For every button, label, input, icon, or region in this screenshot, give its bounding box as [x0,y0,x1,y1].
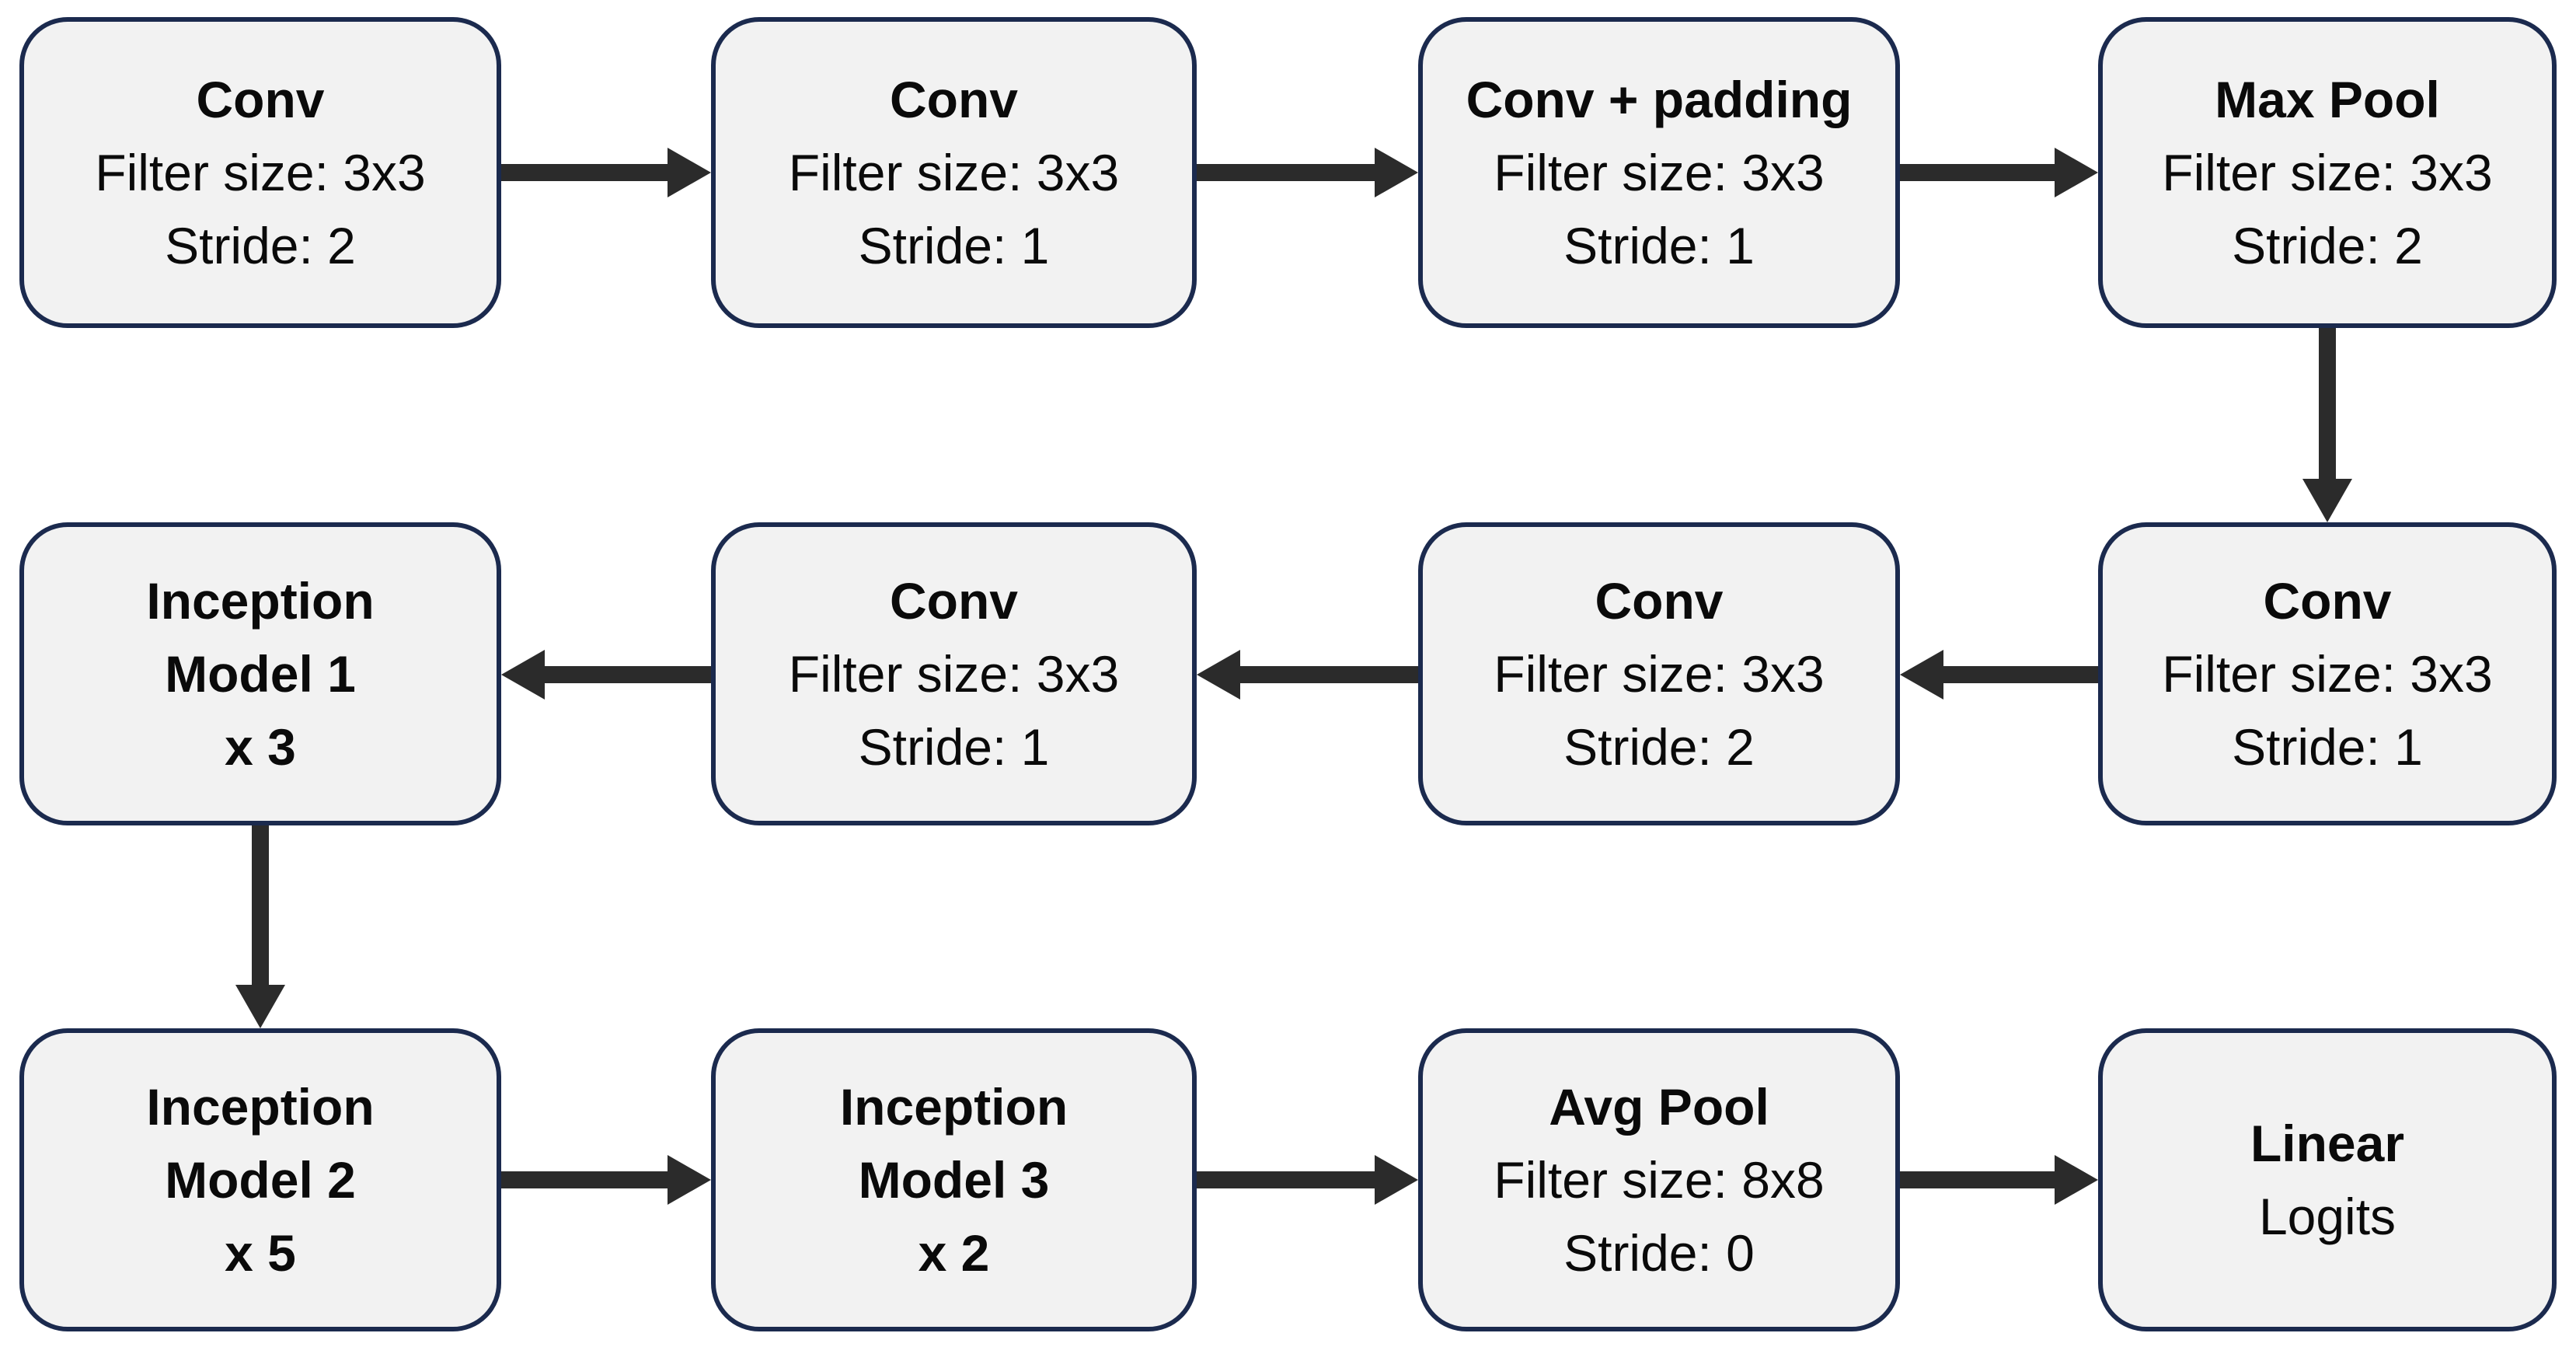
arrow-inception2-to-inception3 [501,1155,711,1205]
arrow-conv1-to-conv2 [501,148,711,197]
node-title: Conv [890,71,1018,128]
node-detail: Filter size: 3x3 [1494,144,1825,201]
node-detail: Stride: 2 [1563,718,1755,776]
node-detail: Filter size: 3x3 [2162,144,2493,201]
node-detail: Stride: 1 [858,217,1050,274]
node-detail: Model 3 [858,1151,1050,1209]
node-title: Inception [839,1078,1068,1136]
node-title: Inception [146,572,375,630]
arrow-stem [545,666,711,683]
node-linear: Linear Logits [2098,1028,2557,1331]
arrow-stem [252,825,269,985]
node-detail: x 5 [225,1224,296,1282]
arrow-head-left-icon [1197,650,1240,700]
node-title: Avg Pool [1549,1078,1769,1136]
node-detail: Model 2 [165,1151,356,1209]
arrow-stem [1240,666,1418,683]
node-conv-padding: Conv + padding Filter size: 3x3 Stride: … [1418,17,1900,328]
node-detail: Model 1 [165,645,356,703]
arrow-inception3-to-avgpool [1197,1155,1418,1205]
arrow-conv2-to-convpadding [1197,148,1418,197]
arrow-stem [1900,164,2055,181]
node-inception-model-1: Inception Model 1 x 3 [19,522,501,825]
arrow-head-right-icon [1375,148,1418,197]
node-inception-model-3: Inception Model 3 x 2 [711,1028,1197,1331]
node-title: Conv [2263,572,2392,630]
node-detail: Stride: 0 [1563,1224,1755,1282]
node-title: Linear [2250,1115,2405,1172]
arrow-head-down-icon [2302,479,2352,522]
node-avg-pool: Avg Pool Filter size: 8x8 Stride: 0 [1418,1028,1900,1331]
arrow-convpadding-to-maxpool [1900,148,2098,197]
node-inception-model-2: Inception Model 2 x 5 [19,1028,501,1331]
node-title: Inception [146,1078,375,1136]
node-detail: x 2 [918,1224,990,1282]
node-conv-4: Conv Filter size: 3x3 Stride: 2 [1418,522,1900,825]
arrow-head-left-icon [1900,650,1943,700]
node-detail: Filter size: 3x3 [2162,645,2493,703]
arrow-stem [1197,164,1375,181]
node-detail: Stride: 2 [2232,217,2423,274]
arrow-head-right-icon [1375,1155,1418,1205]
arrow-head-left-icon [501,650,545,700]
node-detail: Filter size: 3x3 [95,144,426,201]
node-detail: Filter size: 3x3 [1494,645,1825,703]
arrow-conv3-to-conv4 [1900,650,2098,700]
node-title: Max Pool [2215,71,2440,128]
arrow-stem [1943,666,2098,683]
arrow-head-right-icon [668,148,711,197]
node-detail: Stride: 2 [165,217,356,274]
arrow-maxpool-to-conv3 [2302,328,2352,522]
arrow-stem [2319,328,2336,479]
arrow-head-right-icon [2055,148,2098,197]
node-title: Conv [196,71,325,128]
node-title: Conv + padding [1466,71,1853,128]
node-conv-5: Conv Filter size: 3x3 Stride: 1 [711,522,1197,825]
node-detail: x 3 [225,718,296,776]
arrow-avgpool-to-linear [1900,1155,2098,1205]
arrow-head-down-icon [235,985,285,1028]
arrow-conv4-to-conv5 [1197,650,1418,700]
node-detail: Filter size: 3x3 [788,144,1120,201]
node-conv-3: Conv Filter size: 3x3 Stride: 1 [2098,522,2557,825]
node-detail: Stride: 1 [2232,718,2423,776]
node-title: Conv [1595,572,1724,630]
arrow-stem [1197,1171,1375,1188]
node-detail: Logits [2258,1188,2396,1245]
node-detail: Filter size: 8x8 [1494,1151,1825,1209]
node-conv-2: Conv Filter size: 3x3 Stride: 1 [711,17,1197,328]
node-detail: Stride: 1 [858,718,1050,776]
arrow-conv5-to-inception1 [501,650,711,700]
arrow-stem [1900,1171,2055,1188]
arrow-inception1-to-inception2 [235,825,285,1028]
node-max-pool: Max Pool Filter size: 3x3 Stride: 2 [2098,17,2557,328]
node-detail: Stride: 1 [1563,217,1755,274]
arrow-head-right-icon [2055,1155,2098,1205]
node-title: Conv [890,572,1018,630]
node-conv-1: Conv Filter size: 3x3 Stride: 2 [19,17,501,328]
arrow-head-right-icon [668,1155,711,1205]
node-detail: Filter size: 3x3 [788,645,1120,703]
arrow-stem [501,1171,668,1188]
arrow-stem [501,164,668,181]
